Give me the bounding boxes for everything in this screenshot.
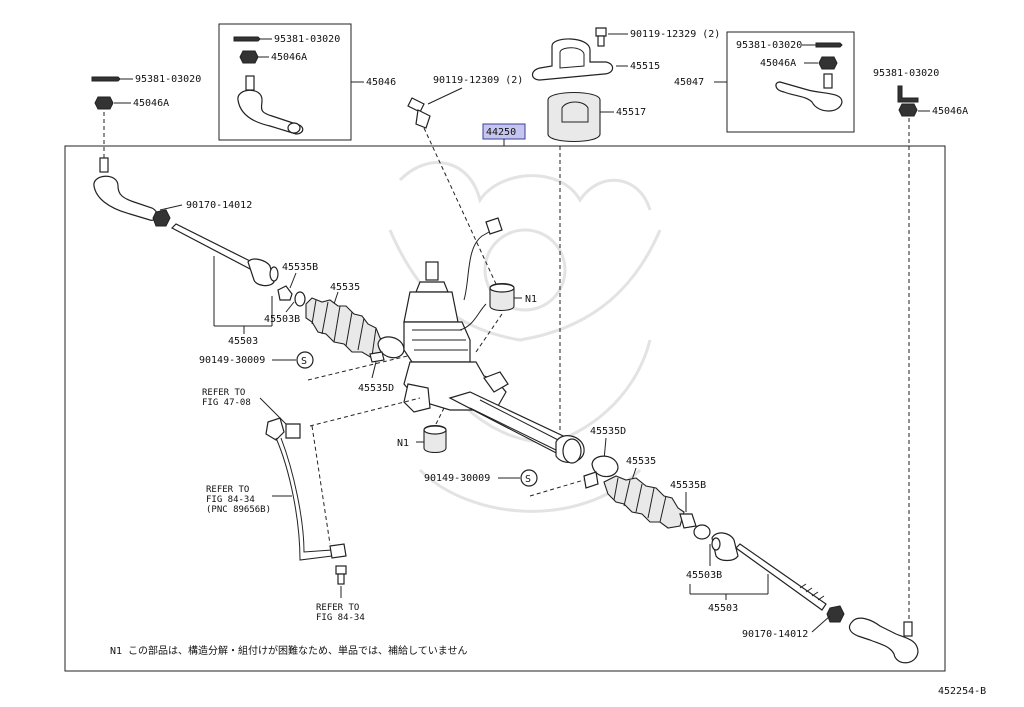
- assembly-number-44250[interactable]: 44250: [482, 123, 526, 146]
- svg-text:S: S: [525, 474, 531, 485]
- svg-text:45535: 45535: [626, 456, 656, 467]
- right-tie-rod: [711, 532, 827, 611]
- svg-text:95381-03020: 95381-03020: [873, 68, 939, 79]
- svg-text:45515: 45515: [630, 61, 660, 72]
- svg-text:REFER TO: REFER TO: [202, 388, 245, 398]
- svg-text:90149-30009: 90149-30009: [424, 473, 490, 484]
- svg-text:45535D: 45535D: [358, 383, 394, 394]
- rack-and-pinion-housing: [403, 217, 585, 464]
- svg-text:90119-12329 (2): 90119-12329 (2): [630, 29, 720, 40]
- part-group-45503-left: 45503: [213, 256, 273, 347]
- svg-text:N1: N1: [525, 294, 537, 305]
- svg-text:45047: 45047: [674, 77, 704, 88]
- svg-text:45535: 45535: [330, 282, 360, 293]
- part-group-45503b-left: 45503B: [264, 301, 300, 325]
- svg-text:45535B: 45535B: [670, 480, 706, 491]
- svg-text:N1: N1: [397, 438, 409, 449]
- svg-text:45046: 45046: [366, 77, 396, 88]
- svg-text:45046A: 45046A: [932, 106, 968, 117]
- assembly-frame: [64, 145, 946, 672]
- svg-text:REFER TO: REFER TO: [316, 603, 359, 613]
- left-tie-rod: [170, 223, 279, 287]
- svg-text:REFER TO: REFER TO: [206, 485, 249, 495]
- svg-text:44250: 44250: [486, 127, 516, 138]
- svg-text:45503: 45503: [708, 603, 738, 614]
- svg-text:45535B: 45535B: [282, 262, 318, 273]
- svg-text:45517: 45517: [616, 107, 646, 118]
- part-group-45535b-left: 45535B: [277, 262, 318, 307]
- part-group-90170-left: 90170-14012: [152, 200, 252, 227]
- svg-text:(PNC 89656B): (PNC 89656B): [206, 505, 271, 515]
- svg-text:45046A: 45046A: [760, 58, 796, 69]
- svg-text:FIG 84-34: FIG 84-34: [316, 613, 365, 623]
- refer-fig-84-34-pnc: REFER TO FIG 84-34 (PNC 89656B): [206, 485, 292, 515]
- part-group-45503b-right: 45503B: [686, 544, 722, 581]
- svg-text:95381-03020: 95381-03020: [135, 74, 201, 85]
- part-group-90170-right: 90170-14012: [742, 605, 845, 640]
- part-group-45517: 45517: [547, 92, 646, 430]
- right-tie-rod-end: [848, 617, 919, 664]
- part-group-45515: 90119-12329 (2) 45515: [531, 27, 720, 81]
- refer-fig-47-08: REFER TO FIG 47-08: [202, 388, 301, 439]
- svg-text:95381-03020: 95381-03020: [736, 40, 802, 51]
- part-group-45047: 95381-03020 45046A 45047: [674, 31, 855, 133]
- part-group-90119-12309: 90119-12309 (2): [407, 75, 523, 285]
- svg-text:45535D: 45535D: [590, 426, 626, 437]
- svg-text:95381-03020: 95381-03020: [274, 34, 340, 45]
- part-group-n1-lower: N1: [397, 407, 447, 454]
- wire-harness-bracket: [265, 397, 421, 561]
- svg-text:45046A: 45046A: [133, 98, 169, 109]
- note-n1: N1 この部品は、構造分解・組付けが困難なため、単品では、補給していません: [110, 644, 467, 657]
- svg-text:45046A: 45046A: [271, 52, 307, 63]
- part-group-90149-right: 90149-30009 S: [424, 469, 585, 497]
- svg-text:90170-14012: 90170-14012: [186, 200, 252, 211]
- svg-text:FIG 84-34: FIG 84-34: [206, 495, 255, 505]
- part-group-45535-right-boot: 45535: [603, 456, 685, 529]
- svg-text:S: S: [301, 356, 307, 367]
- svg-text:45503: 45503: [228, 336, 258, 347]
- part-group-n1-upper: N1: [475, 282, 537, 353]
- svg-text:FIG 47-08: FIG 47-08: [202, 398, 251, 408]
- figure-code: 452254-B: [938, 686, 986, 697]
- part-group-90149-left: 90149-30009 S: [199, 351, 425, 381]
- svg-text:90170-14012: 90170-14012: [742, 629, 808, 640]
- svg-text:45503B: 45503B: [264, 314, 300, 325]
- part-group-45503-right: 45503: [689, 574, 769, 614]
- refer-fig-84-34: REFER TO FIG 84-34: [316, 565, 365, 623]
- part-group-95381-left: 95381-03020 45046A: [91, 74, 201, 158]
- left-tie-rod-end: [93, 157, 158, 221]
- part-group-45046: 95381-03020 45046A 45046: [218, 23, 396, 141]
- part-group-95381-right: 95381-03020 45046A: [873, 68, 968, 622]
- svg-text:90149-30009: 90149-30009: [199, 355, 265, 366]
- svg-text:45503B: 45503B: [686, 570, 722, 581]
- part-group-45535b-right: 45535B: [670, 480, 711, 540]
- part-group-45535-left-boot: 45535: [305, 282, 389, 359]
- part-group-45535d-left: 45535D: [358, 336, 405, 394]
- part-group-45535d-right: 45535D: [583, 426, 626, 489]
- svg-text:90119-12309 (2): 90119-12309 (2): [433, 75, 523, 86]
